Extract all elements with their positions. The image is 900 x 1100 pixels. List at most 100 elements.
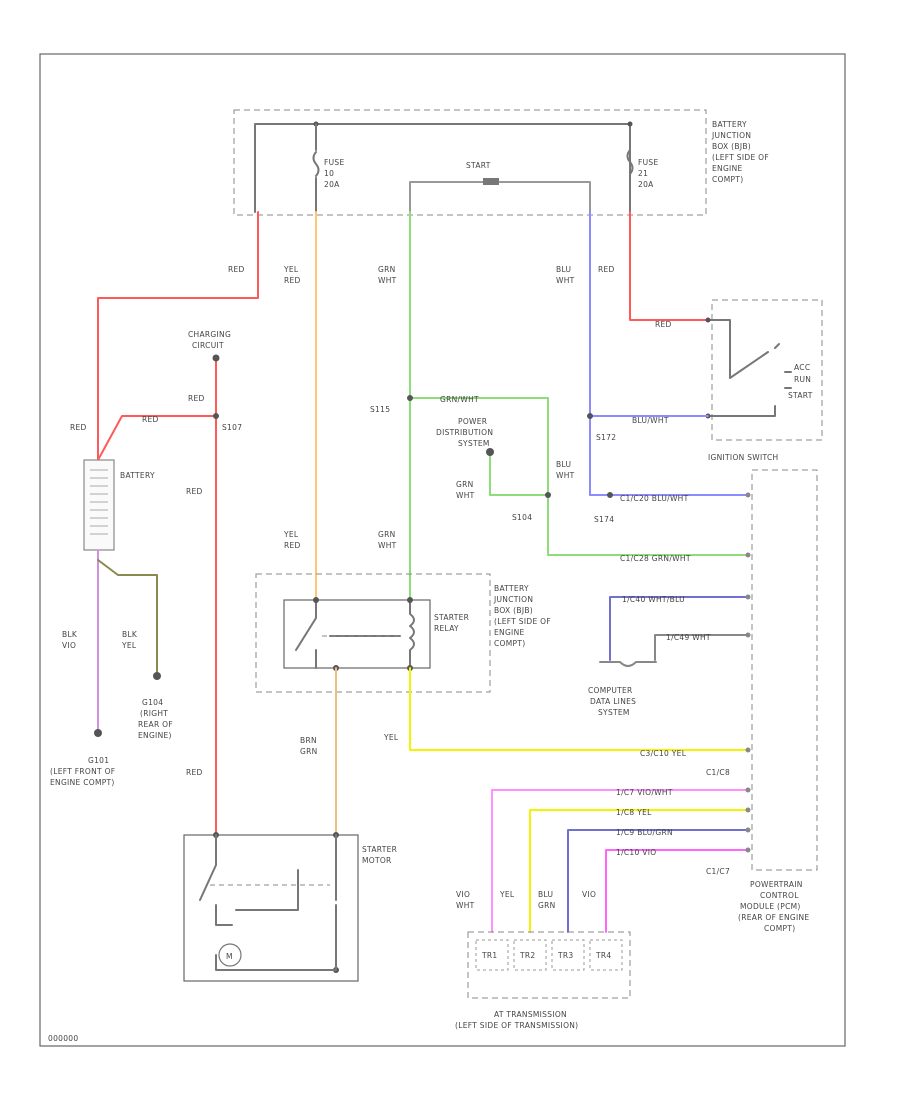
pcm-pin-4 bbox=[745, 632, 751, 638]
label-c6: C1/C8 bbox=[706, 768, 730, 777]
pcm-pin-6 bbox=[745, 787, 751, 793]
starter-motor-internals bbox=[199, 834, 337, 971]
label-c1: C1/C20 BLU/WHT bbox=[620, 494, 689, 503]
node-charging bbox=[212, 354, 220, 362]
tr3-label: TR3 bbox=[557, 951, 573, 960]
wire-grn-wht-s115 bbox=[409, 397, 749, 556]
tr4-pin bbox=[589, 939, 623, 971]
node-s174 bbox=[607, 492, 613, 498]
bjb-mid-box bbox=[255, 573, 491, 693]
label-c2: C1/C28 GRN/WHT bbox=[620, 554, 691, 563]
label-red-8: RED bbox=[186, 768, 203, 777]
label-c4: 1/C49 WHT bbox=[666, 633, 711, 642]
label-computer-data: COMPUTER DATA LINES SYSTEM bbox=[588, 686, 639, 717]
label-blu-grn: BLU GRN bbox=[538, 890, 556, 910]
battery-label: BATTERY bbox=[120, 471, 155, 480]
ignition-switch-box bbox=[711, 299, 823, 441]
label-red-7: RED bbox=[186, 487, 203, 496]
starter-relay-coil bbox=[329, 599, 415, 669]
ignition-positions: ACC RUN START bbox=[788, 363, 814, 400]
tr1-pin bbox=[475, 939, 509, 971]
bjb-top-label: BATTERY JUNCTION BOX (BJB) (LEFT SIDE OF… bbox=[711, 120, 772, 184]
motor-symbol bbox=[218, 943, 242, 967]
wire-blu-grn-tr3 bbox=[567, 829, 749, 933]
label-vio-wht: VIO WHT bbox=[456, 890, 475, 910]
label-blu-wht-2: BLU/WHT bbox=[632, 416, 669, 425]
transmission-label: AT TRANSMISSION (LEFT SIDE OF TRANSMISSI… bbox=[455, 1010, 578, 1030]
pcm-pin-1 bbox=[745, 492, 751, 498]
node-g104 bbox=[153, 672, 161, 680]
pcm-label: POWERTRAIN CONTROL MODULE (PCM) (REAR OF… bbox=[738, 880, 812, 933]
pcm-pins bbox=[745, 492, 751, 853]
label-red-3: RED bbox=[655, 320, 672, 329]
label-blk-yel: BLK YEL bbox=[121, 630, 140, 650]
bjb-top-bus bbox=[254, 123, 631, 213]
fuse-10-label: FUSE 10 20A bbox=[324, 158, 347, 189]
label-red-4: RED bbox=[188, 394, 205, 403]
wire-vio-wht-tr1 bbox=[491, 789, 749, 933]
wire-red-battery-feed bbox=[97, 211, 259, 461]
wire-yel-tr2 bbox=[529, 809, 749, 933]
label-grn-wht-3: GRN WHT bbox=[456, 480, 476, 500]
label-yel: YEL bbox=[383, 733, 399, 742]
start-connector bbox=[483, 178, 499, 185]
node-g101 bbox=[94, 729, 102, 737]
node-pds bbox=[486, 448, 494, 456]
label-c11: C1/C7 bbox=[706, 867, 730, 876]
label-c10: 1/C10 VIO bbox=[616, 848, 656, 857]
battery-cells bbox=[90, 469, 108, 535]
label-c5: C3/C10 YEL bbox=[640, 749, 687, 758]
ignition-switch-label: IGNITION SWITCH bbox=[708, 453, 778, 462]
label-blu-wht-1: BLU WHT bbox=[556, 265, 575, 285]
label-grn-wht-1: GRN WHT bbox=[378, 265, 398, 285]
label-s174: S174 bbox=[594, 515, 614, 524]
node-relay-1 bbox=[313, 597, 319, 603]
node-s172 bbox=[587, 413, 593, 419]
label-s115: S115 bbox=[370, 405, 390, 414]
starter-motor-box bbox=[183, 834, 359, 982]
node-ign-1 bbox=[705, 317, 711, 323]
wire-grn-wht-pds bbox=[489, 451, 549, 496]
wire-red-ignition bbox=[629, 211, 709, 321]
starter-relay-box bbox=[283, 599, 431, 669]
bjb-mid-label: BATTERY JUNCTION BOX (BJB) (LEFT SIDE OF… bbox=[493, 584, 554, 648]
label-c8: 1/C8 YEL bbox=[616, 808, 652, 817]
pcm-pin-7 bbox=[745, 807, 751, 813]
label-c7: 1/C7 VIO/WHT bbox=[616, 788, 673, 797]
starter-relay-switch bbox=[295, 599, 317, 669]
start-label: START bbox=[466, 161, 491, 170]
node-s104 bbox=[545, 492, 551, 498]
tr2-label: TR2 bbox=[519, 951, 535, 960]
label-g101: G101 (LEFT FRONT OF ENGINE COMPT) bbox=[50, 756, 118, 787]
label-c3: 1/C40 WHT/BLU bbox=[622, 595, 685, 604]
battery-box bbox=[83, 459, 115, 551]
pcm-pin-8 bbox=[745, 827, 751, 833]
tr4-label: TR4 bbox=[595, 951, 611, 960]
label-yel-red-2: YEL RED bbox=[283, 530, 301, 550]
diagram-frame bbox=[39, 53, 846, 1047]
wire-vio-tr4 bbox=[605, 849, 749, 933]
wire-yel-pcm bbox=[409, 667, 749, 751]
tr1-label: TR1 bbox=[481, 951, 497, 960]
transmission-box bbox=[467, 931, 631, 999]
label-s107: S107 bbox=[222, 423, 242, 432]
ignition-switch-contacts bbox=[707, 319, 792, 417]
wire-blk-yel bbox=[97, 559, 158, 677]
label-blk-vio: BLK VIO bbox=[62, 630, 80, 650]
label-vio: VIO bbox=[582, 890, 596, 899]
wire-data-line-1 bbox=[609, 596, 749, 661]
label-brn-grn: BRN GRN bbox=[300, 736, 320, 756]
data-lines-twist bbox=[599, 661, 657, 667]
tr3-pin bbox=[551, 939, 585, 971]
node-relay-2 bbox=[407, 597, 413, 603]
starter-motor-label: STARTER MOTOR bbox=[362, 845, 400, 865]
label-yel-2: YEL bbox=[499, 890, 515, 899]
tr2-pin bbox=[513, 939, 547, 971]
label-red-6: RED bbox=[70, 423, 87, 432]
label-yel-red-1: YEL RED bbox=[283, 265, 301, 285]
label-red-2: RED bbox=[598, 265, 615, 274]
figure-id: 000000 bbox=[48, 1034, 78, 1043]
charging-label: CHARGING CIRCUIT bbox=[188, 330, 234, 350]
node-bus-r bbox=[627, 121, 633, 127]
